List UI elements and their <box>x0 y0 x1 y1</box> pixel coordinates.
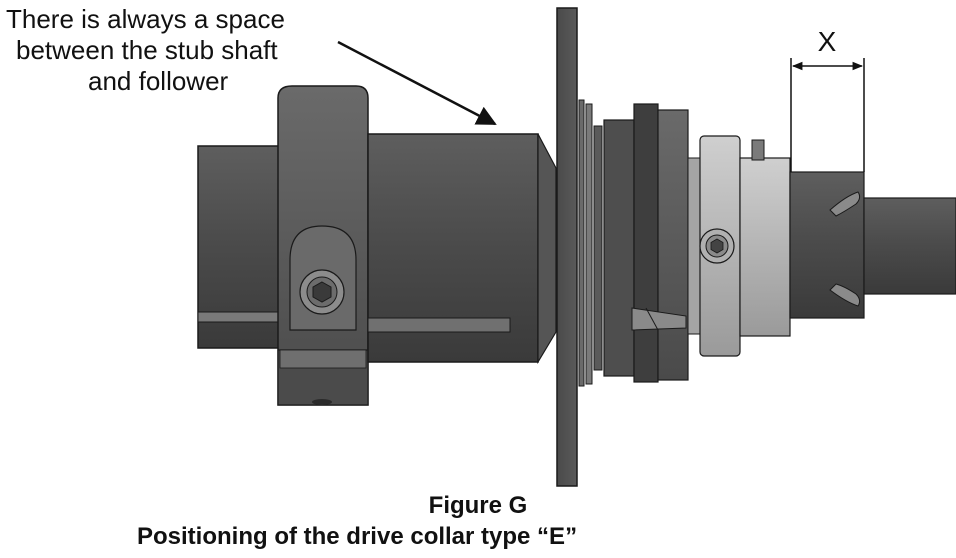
clamp-collar <box>277 85 369 406</box>
dimension-x <box>790 58 865 172</box>
callout-text: There is always a space between the stub… <box>0 4 342 97</box>
figure-subtitle: Positioning of the drive collar type “E” <box>137 523 578 550</box>
figure-caption: Figure G Positioning of the drive collar… <box>0 490 956 552</box>
clamp-screw-icon <box>299 269 345 315</box>
stub-shaft <box>367 133 557 365</box>
callout-line-3: and follower <box>88 66 229 96</box>
flange-plate <box>556 7 578 487</box>
spacer-rings <box>578 99 603 387</box>
callout-line-2: between the stub shaft <box>16 35 278 65</box>
set-screw-icon <box>699 228 735 264</box>
coupling-end <box>789 171 865 319</box>
callout-arrow <box>337 40 497 126</box>
outer-sleeve <box>197 145 289 349</box>
figure-title: Figure G <box>428 492 528 519</box>
drive-collar <box>603 103 689 383</box>
callout-line-1: There is always a space <box>6 4 285 34</box>
output-shaft <box>863 197 956 295</box>
dimension-label: X <box>817 26 837 57</box>
